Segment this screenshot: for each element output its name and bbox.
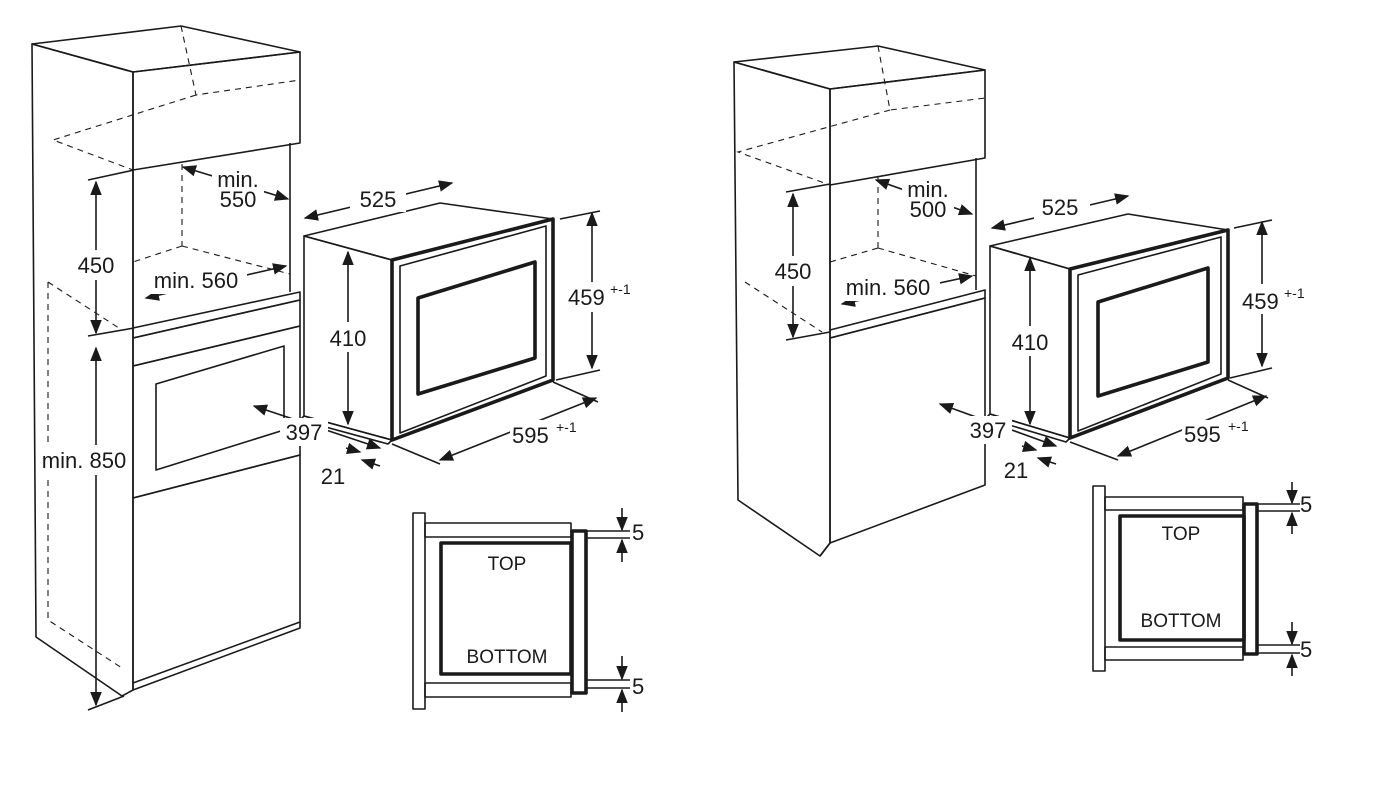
left-cabinet-dimensions: 450 min. 850 min. 550 min. 560: [36, 165, 290, 711]
left-detail-bottom-gap: 5: [632, 674, 644, 699]
left-niche-height: 450: [78, 253, 115, 278]
left-microwave-dimensions: 525 410 459 +-1 595 +-1 397 21: [252, 180, 631, 489]
right-niche-height: 450: [775, 259, 812, 284]
left-body-depth: 397: [286, 420, 323, 445]
left-niche-width: min. 560: [154, 268, 238, 293]
right-detail-top-label: TOP: [1162, 524, 1201, 545]
left-oven-depth: 525: [360, 187, 397, 212]
right-oven-height: 459: [1242, 289, 1279, 314]
right-oven-width-tolerance: +-1: [1228, 418, 1249, 434]
right-body-depth: 397: [970, 418, 1007, 443]
right-section-detail: TOP BOTTOM 5 5: [1092, 482, 1312, 676]
left-oven-front-height: 410: [330, 326, 367, 351]
left-detail-bottom-label: BOTTOM: [467, 647, 548, 668]
left-cabinet-depth-value: 550: [220, 187, 257, 212]
right-detail-bottom-gap: 5: [1300, 637, 1312, 662]
right-oven-height-tolerance: +-1: [1284, 285, 1305, 301]
right-detail-top-gap: 5: [1300, 492, 1312, 517]
left-section-detail: TOP BOTTOM 5 5: [412, 508, 644, 712]
left-oven-height: 459: [568, 285, 605, 310]
left-oven-width: 595: [512, 423, 549, 448]
right-oven-depth: 525: [1042, 195, 1079, 220]
right-microwave-dimensions: 525 410 459 +-1 595 +-1 397 21: [938, 193, 1306, 483]
left-detail-top-gap: 5: [632, 520, 644, 545]
left-oven-height-tolerance: +-1: [610, 281, 631, 297]
right-cabinet-depth-value: 500: [910, 197, 947, 222]
left-oven-width-tolerance: +-1: [556, 419, 577, 435]
right-cabinet-depth-label: min.: [907, 177, 949, 202]
left-cabinet-depth-label: min.: [217, 167, 259, 192]
left-frame-depth: 21: [321, 464, 345, 489]
right-detail-bottom-label: BOTTOM: [1141, 611, 1222, 632]
right-niche-width: min. 560: [846, 275, 930, 300]
left-detail-top-label: TOP: [488, 554, 527, 575]
right-oven-width: 595: [1184, 422, 1221, 447]
right-cabinet-dimensions: 450 min. 500 min. 560: [770, 176, 974, 341]
right-microwave-unit: [985, 213, 1230, 443]
left-column-height: min. 850: [42, 448, 126, 473]
right-frame-depth: 21: [1004, 458, 1028, 483]
left-column-cabinet: [31, 25, 301, 697]
right-oven-front-height: 410: [1012, 330, 1049, 355]
